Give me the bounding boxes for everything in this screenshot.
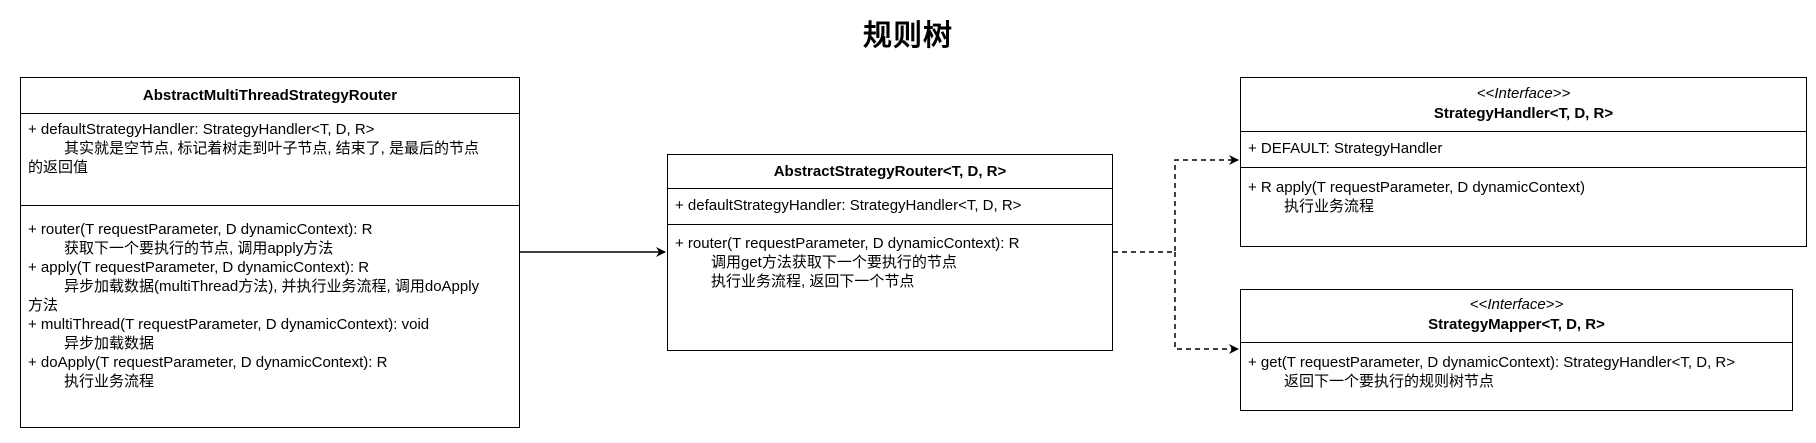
attribute-note-continued: 的返回值 <box>28 159 89 176</box>
method-signature: + router(T requestParameter, D dynamicCo… <box>675 235 1020 252</box>
method-signature: + get(T requestParameter, D dynamicConte… <box>1248 354 1736 371</box>
method-note: 获取下一个要执行的节点, 调用apply方法 <box>64 240 334 257</box>
attribute: + DEFAULT: StrategyHandler <box>1248 140 1443 157</box>
class-abstract-strategy-router[interactable]: AbstractStrategyRouter<T, D, R> + defaul… <box>667 154 1113 351</box>
method-signature: + apply(T requestParameter, D dynamicCon… <box>28 259 370 276</box>
method-note: 执行业务流程 <box>64 373 155 390</box>
interface-strategy-handler[interactable]: <<Interface>> StrategyHandler<T, D, R> +… <box>1240 77 1807 247</box>
stereotype-label: <<Interface>> <box>1469 296 1564 313</box>
attributes-section: + defaultStrategyHandler: StrategyHandle… <box>21 114 519 206</box>
class-name: StrategyMapper<T, D, R> <box>1428 316 1605 333</box>
methods-section: + get(T requestParameter, D dynamicConte… <box>1241 343 1792 394</box>
method-note: 执行业务流程 <box>1284 198 1375 215</box>
class-name: StrategyHandler<T, D, R> <box>1433 105 1614 122</box>
method-signature: + multiThread(T requestParameter, D dyna… <box>28 316 430 333</box>
methods-section: + router(T requestParameter, D dynamicCo… <box>668 225 1112 294</box>
interface-header: <<Interface>> StrategyHandler<T, D, R> <box>1241 78 1806 132</box>
attributes-section: + defaultStrategyHandler: StrategyHandle… <box>668 189 1112 225</box>
method-signature: + router(T requestParameter, D dynamicCo… <box>28 221 373 238</box>
dependency-arrow-to-strategy-handler <box>1113 155 1239 253</box>
method-note: 异步加载数据(multiThread方法), 并执行业务流程, 调用doAppl… <box>64 278 480 295</box>
class-name: AbstractStrategyRouter<T, D, R> <box>668 155 1112 189</box>
stereotype-label: <<Interface>> <box>1476 85 1571 102</box>
dependency-arrow-to-strategy-mapper <box>1174 252 1239 354</box>
interface-header: <<Interface>> StrategyMapper<T, D, R> <box>1241 290 1792 343</box>
methods-section: + R apply(T requestParameter, D dynamicC… <box>1241 168 1806 219</box>
class-abstract-multi-thread-strategy-router[interactable]: AbstractMultiThreadStrategyRouter + defa… <box>20 77 520 428</box>
method-signature: + R apply(T requestParameter, D dynamicC… <box>1248 179 1585 196</box>
method-note: 异步加载数据 <box>64 335 155 352</box>
attribute: + defaultStrategyHandler: StrategyHandle… <box>675 197 1022 214</box>
attribute-note: 其实就是空节点, 标记着树走到叶子节点, 结束了, 是最后的节点 <box>64 140 480 157</box>
class-name: AbstractMultiThreadStrategyRouter <box>21 78 519 114</box>
method-note-continued: 方法 <box>28 297 59 314</box>
attributes-section: + DEFAULT: StrategyHandler <box>1241 132 1806 168</box>
methods-section: + router(T requestParameter, D dynamicCo… <box>21 206 519 394</box>
method-note: 执行业务流程, 返回下一个节点 <box>711 273 915 290</box>
diagram-title: 规则树 <box>862 18 953 52</box>
method-note: 返回下一个要执行的规则树节点 <box>1284 373 1495 390</box>
attribute: + defaultStrategyHandler: StrategyHandle… <box>28 121 375 138</box>
interface-strategy-mapper[interactable]: <<Interface>> StrategyMapper<T, D, R> + … <box>1240 289 1793 411</box>
method-signature: + doApply(T requestParameter, D dynamicC… <box>28 354 388 371</box>
method-note: 调用get方法获取下一个要执行的节点 <box>711 254 957 271</box>
